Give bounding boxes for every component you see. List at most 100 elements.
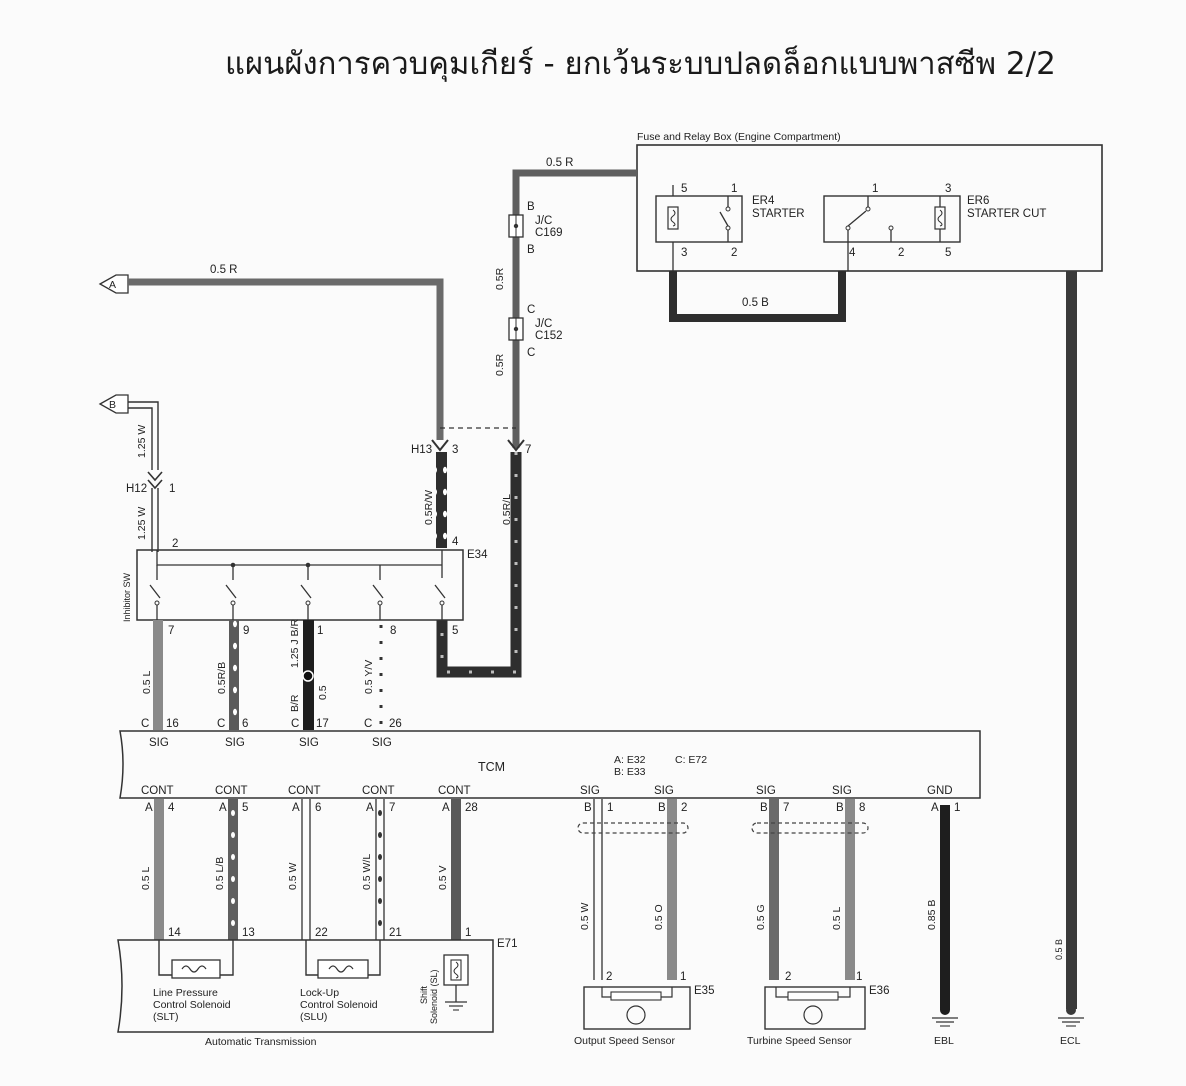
svg-text:B: B xyxy=(527,244,535,256)
ground-icon xyxy=(932,1017,958,1027)
junction-connector-c152: C J/C C152 C xyxy=(508,304,563,359)
er6-pin4: 4 xyxy=(849,247,856,259)
er6-id: ER6 xyxy=(967,195,989,207)
fuse-relay-box: Fuse and Relay Box (Engine Compartment) … xyxy=(636,131,1103,272)
tcm-module: TCM A: E32 C: E72 B: E33 xyxy=(119,730,981,799)
wire-label: 0.5 O xyxy=(653,904,665,930)
svg-text:C169: C169 xyxy=(535,227,563,239)
solenoid-slt: Line Pressure Control Solenoid (SLT) xyxy=(153,940,234,1023)
svg-text:1: 1 xyxy=(169,483,175,495)
svg-text:Control Solenoid: Control Solenoid xyxy=(153,999,231,1011)
svg-text:B: E33: B: E33 xyxy=(614,766,646,778)
wire-label: 0.5 W xyxy=(287,862,299,890)
tcm-pin-label: SIG xyxy=(654,785,674,797)
switch-icon xyxy=(845,196,894,242)
wire-end-pin: 14 xyxy=(168,927,181,939)
svg-text:A: A xyxy=(109,279,116,291)
svg-text:TCM: TCM xyxy=(478,760,505,774)
svg-text:J/C: J/C xyxy=(535,215,552,227)
tcm-pin-label: SIG xyxy=(756,785,776,797)
tcm-pin-conn: A xyxy=(931,802,939,814)
ground-ebl: EBL xyxy=(932,805,958,1047)
svg-text:9: 9 xyxy=(243,625,249,637)
coil-icon xyxy=(181,965,207,973)
switch-icon xyxy=(372,565,384,620)
er4-id: ER4 xyxy=(752,195,775,207)
wire-label: 0.5 R xyxy=(210,264,238,276)
shield-markers xyxy=(577,822,869,834)
tcm-pin-number: 2 xyxy=(681,802,687,814)
tcm-pin-label: SIG xyxy=(832,785,852,797)
wire-line xyxy=(154,799,164,940)
wire-h13-7: 0.5R/L xyxy=(436,452,522,678)
er4-pin2: 2 xyxy=(731,247,737,259)
tcm-pin-conn: B xyxy=(760,802,768,814)
ground-icon xyxy=(1058,1017,1084,1027)
wire-label: 0.5R xyxy=(494,267,506,290)
tcm-pin-label: SIG xyxy=(580,785,600,797)
wire-label: 0.85 B xyxy=(926,900,938,930)
wire-label: 1.25 W xyxy=(136,425,148,458)
svg-text:C152: C152 xyxy=(535,330,563,342)
tcm-pin-number: 7 xyxy=(783,802,789,814)
tcm-pin-conn: C xyxy=(141,718,149,730)
svg-text:0.5 L: 0.5 L xyxy=(141,670,153,694)
tcm-pin-number: 6 xyxy=(315,802,321,814)
tcm-pin-number: 7 xyxy=(389,802,395,814)
svg-text:Control Solenoid: Control Solenoid xyxy=(300,999,378,1011)
wire-label: 0.5 L/B xyxy=(214,857,226,890)
inhibitor-switch: Inhibitor SW E34 xyxy=(122,549,488,637)
relay-er6 xyxy=(823,195,961,243)
tcm-pin-conn: B xyxy=(658,802,666,814)
svg-text:2: 2 xyxy=(172,538,178,550)
tcm-pin-conn: C xyxy=(291,718,299,730)
wire-inhibitor-1: 1.25 J B/R 0.5 B/R xyxy=(289,619,329,730)
wire-label: 1.25 W xyxy=(136,507,148,540)
svg-text:B: B xyxy=(527,201,535,213)
solenoid-sl: Shift Solenoid (SL) xyxy=(419,954,469,1024)
tcm-pin-number: 26 xyxy=(389,718,402,730)
tcm-pin-conn: C xyxy=(364,718,372,730)
er4-pin5: 5 xyxy=(681,183,687,195)
er6-pin1: 1 xyxy=(872,183,878,195)
wire-label: 0.5 B xyxy=(742,297,769,309)
tcm-pin-number: 8 xyxy=(859,802,865,814)
svg-text:8: 8 xyxy=(390,625,396,637)
tcm-pin-sig: SIG xyxy=(149,737,169,749)
svg-text:Output Speed Sensor: Output Speed Sensor xyxy=(574,1035,675,1047)
svg-text:0.5: 0.5 xyxy=(317,685,329,700)
svg-text:0.5 B: 0.5 B xyxy=(1054,939,1064,960)
svg-text:0.5 Y/V: 0.5 Y/V xyxy=(363,660,375,694)
tcm-pin-conn: B xyxy=(836,802,844,814)
wire-dot xyxy=(231,920,235,926)
wire-end-pin: 22 xyxy=(315,927,328,939)
svg-text:H13: H13 xyxy=(411,444,432,456)
wire-dot xyxy=(231,854,235,860)
tcm-pin-number: 1 xyxy=(954,802,960,814)
wire-line xyxy=(228,799,238,940)
tcm-pin-conn: B xyxy=(584,802,592,814)
tcm-pin-conn: A xyxy=(219,802,227,814)
tcm-pin-sig: SIG xyxy=(225,737,245,749)
wire-label: 0.5 W/L xyxy=(361,854,373,890)
svg-text:(SLU): (SLU) xyxy=(300,1011,327,1023)
switch-icon xyxy=(300,562,312,620)
svg-text:3: 3 xyxy=(452,444,458,456)
wire-label: 0.5 G xyxy=(755,904,767,930)
wire-inhibitor-7: 0.5 L xyxy=(141,620,163,730)
svg-text:Inhibitor SW: Inhibitor SW xyxy=(122,572,132,622)
tcm-pin-label: CONT xyxy=(438,785,471,797)
switch-icon xyxy=(434,584,446,620)
coil-icon xyxy=(667,206,679,230)
fuse-box-label: Fuse and Relay Box (Engine Compartment) xyxy=(637,131,841,143)
tcm-pin-conn: A xyxy=(442,802,450,814)
er4-name: STARTER xyxy=(752,208,805,220)
tcm-pin-label: CONT xyxy=(362,785,395,797)
svg-text:Line Pressure: Line Pressure xyxy=(153,987,218,999)
relay-er4 xyxy=(655,195,743,243)
er6-pin2: 2 xyxy=(898,247,904,259)
tcm-pin-number: 6 xyxy=(242,718,248,730)
tcm-pin-number: 1 xyxy=(607,802,613,814)
wire-dot xyxy=(231,876,235,882)
switch-icon xyxy=(719,196,731,242)
